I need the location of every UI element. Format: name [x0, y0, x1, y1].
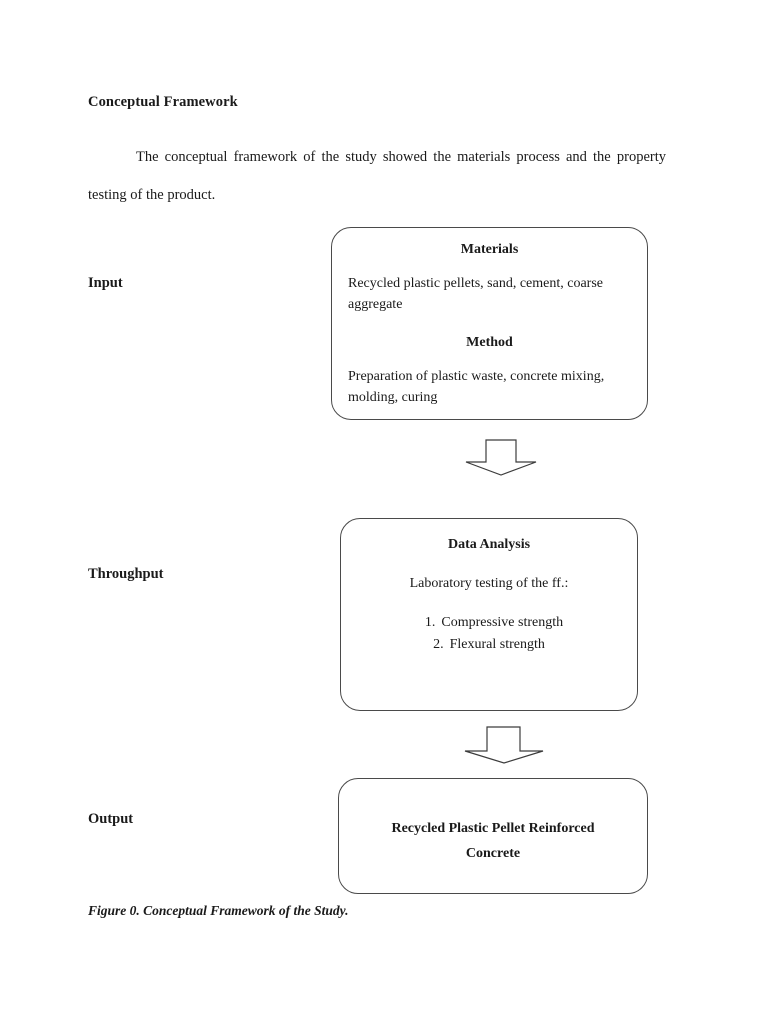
arrow-input-to-throughput-icon	[464, 439, 538, 482]
materials-heading: Materials	[460, 242, 519, 257]
arrow-throughput-to-output-icon	[462, 726, 546, 769]
figure-caption: Figure 0. Conceptual Framework of the St…	[88, 903, 349, 918]
stage-label-input: Input	[88, 275, 123, 291]
flow-box-throughput: Data Analysis Laboratory testing of the …	[340, 518, 638, 711]
list-item: 1. Compressive strength	[341, 612, 637, 634]
method-body-text: Preparation of plastic waste, concrete m…	[348, 369, 605, 405]
flow-box-output: Recycled Plastic Pellet Reinforced Concr…	[338, 778, 648, 894]
list-item-label: Compressive strength	[441, 615, 564, 630]
data-analysis-lead-text: Laboratory testing of the ff.:	[409, 576, 569, 591]
flow-box-input: Materials Recycled plastic pellets, sand…	[331, 227, 648, 420]
intro-paragraph: The conceptual framework of the study sh…	[88, 149, 666, 203]
list-item-label: Flexural strength	[449, 637, 545, 652]
materials-body-text: Recycled plastic pellets, sand, cement, …	[348, 276, 604, 312]
stage-label-output: Output	[88, 811, 134, 827]
list-item: 2. Flexural strength	[341, 634, 637, 656]
list-item-number: 1.	[424, 615, 436, 630]
stage-label-throughput: Throughput	[88, 566, 164, 582]
data-analysis-heading: Data Analysis	[447, 537, 531, 552]
page-title: Conceptual Framework	[88, 94, 238, 110]
list-item-number: 2.	[433, 637, 444, 652]
method-heading: Method	[466, 335, 513, 350]
data-analysis-list: 1. Compressive strength 2. Flexural streng…	[341, 612, 637, 656]
output-product-heading: Recycled Plastic Pellet Reinforced Concr…	[391, 821, 595, 861]
